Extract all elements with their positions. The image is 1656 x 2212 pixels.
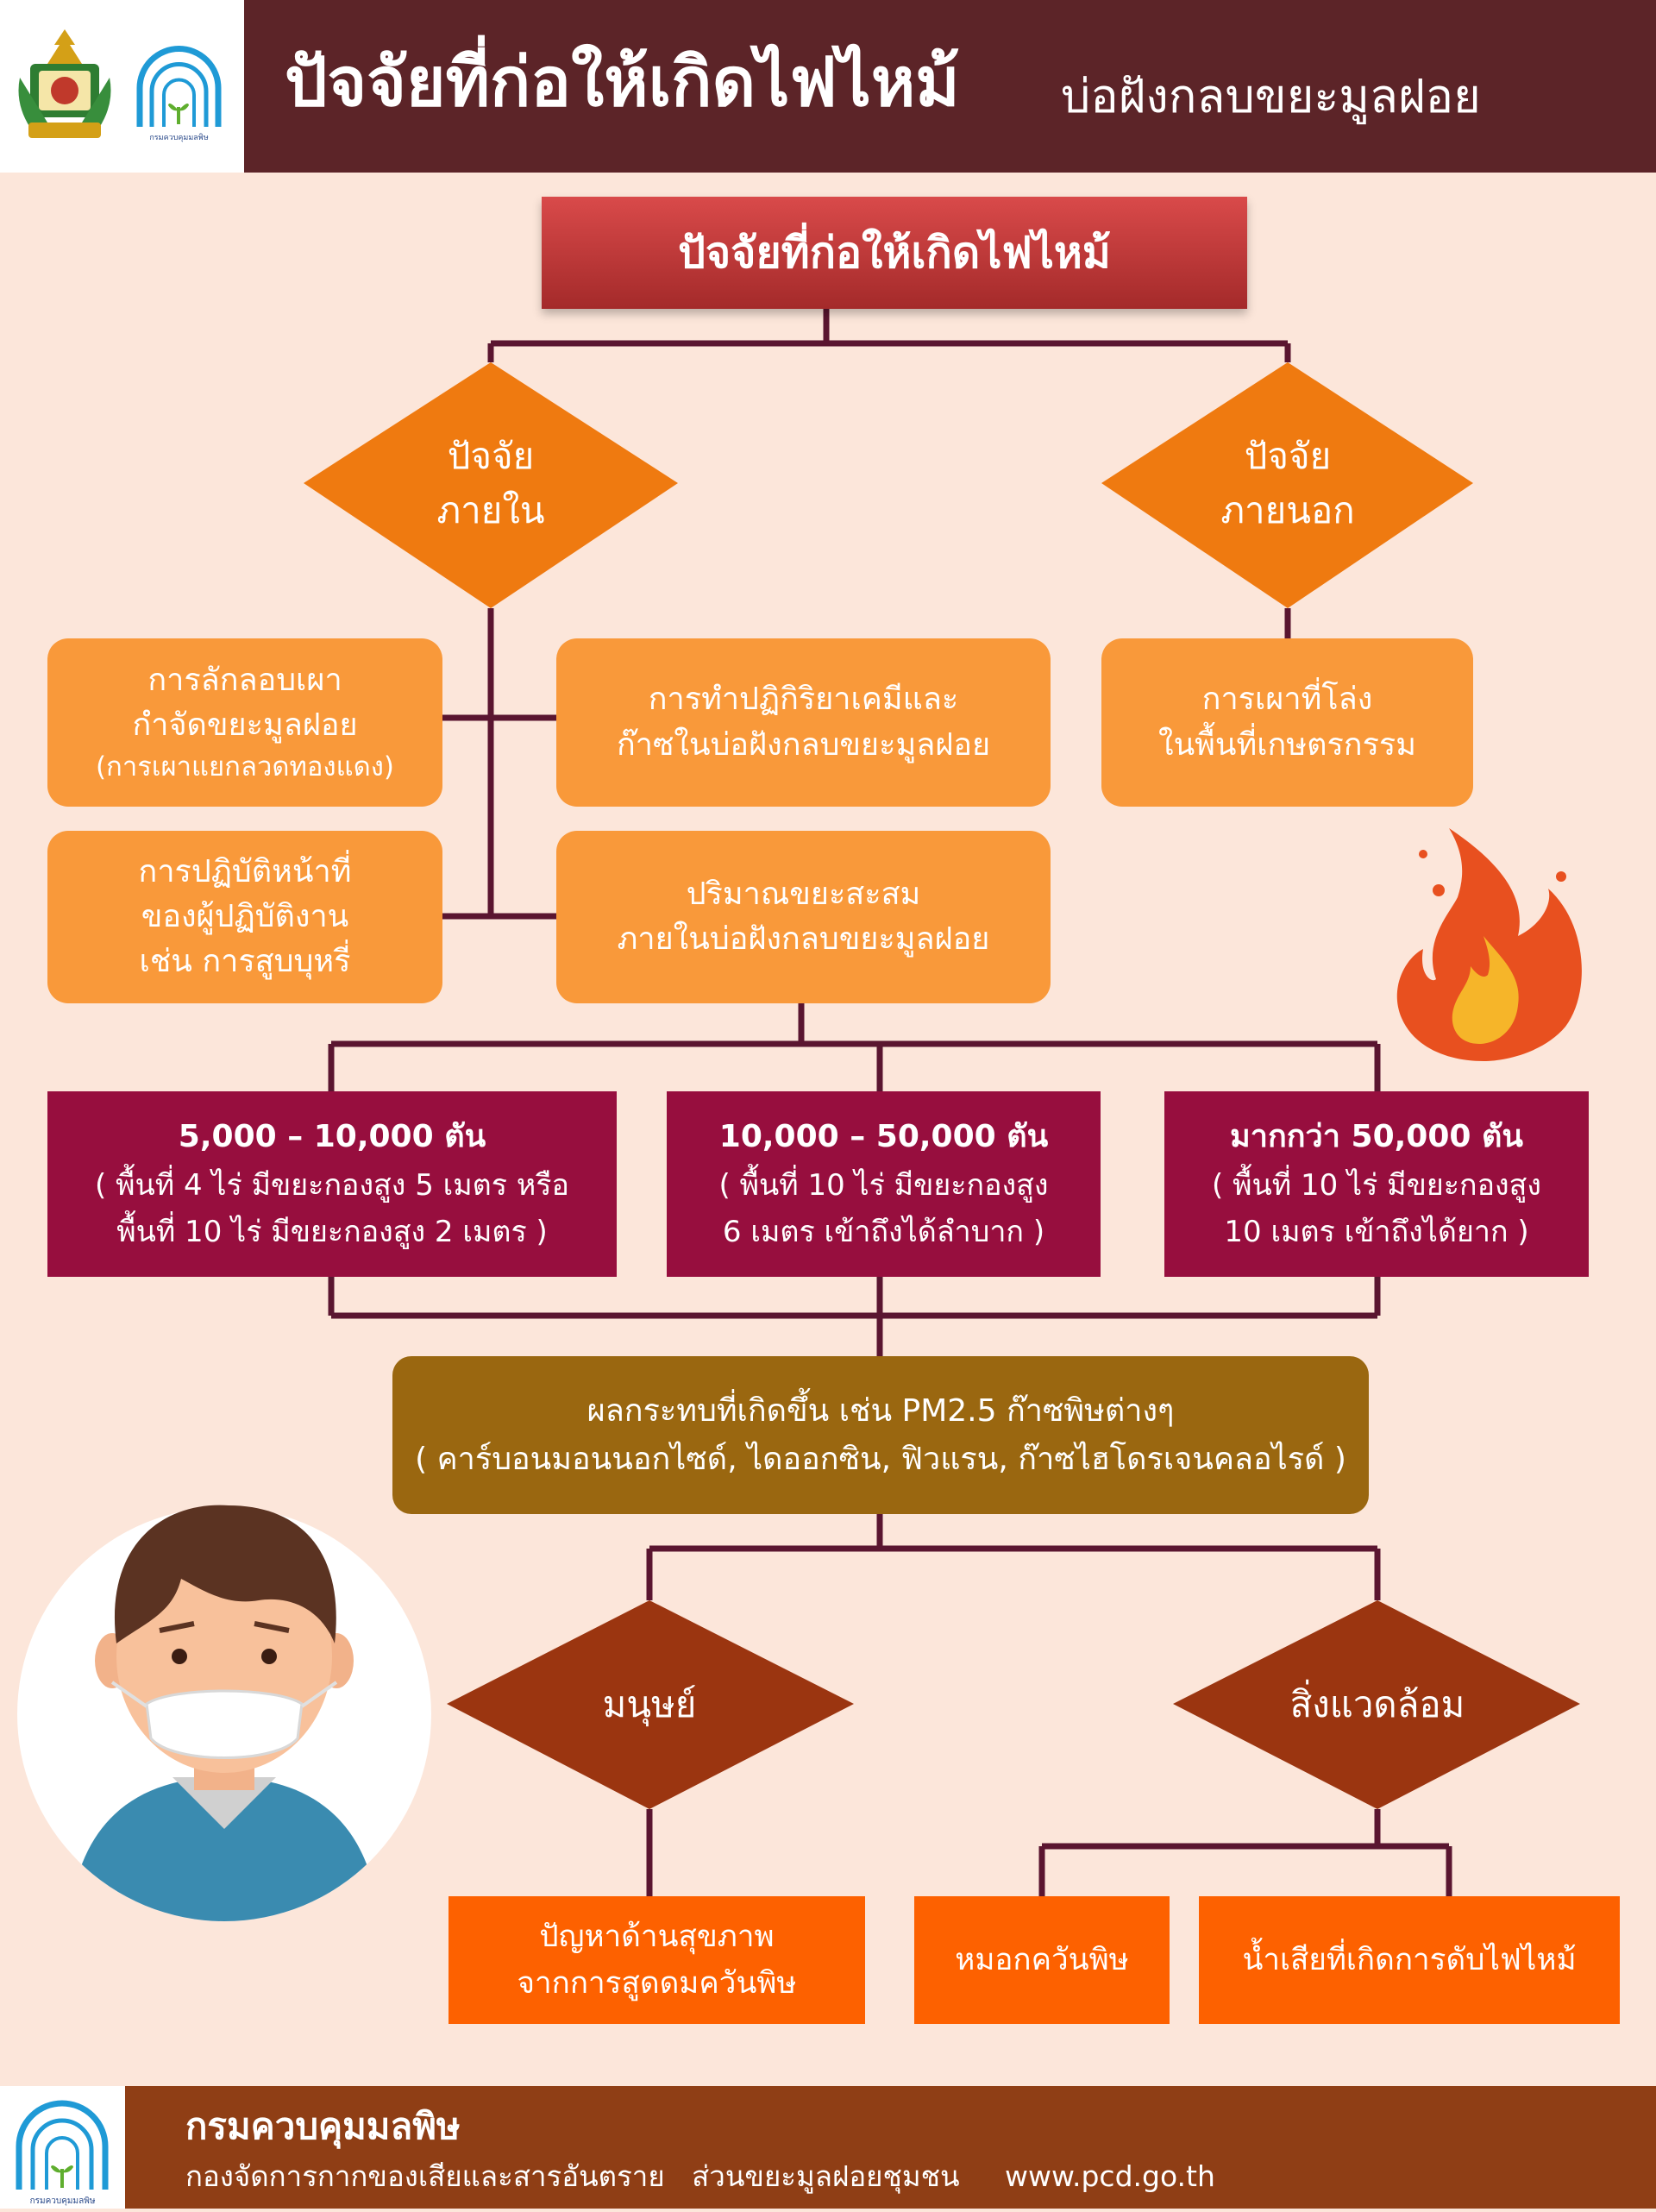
header-bar — [244, 0, 1656, 173]
quantity-detail: ( พื้นที่ 4 ไร่ มีขยะกองสูง 5 เมตร หรือ — [95, 1167, 569, 1203]
diamond-internal — [304, 362, 678, 608]
page-subtitle: บ่อฝังกลบขยะมูลฝอย — [1061, 69, 1481, 123]
page-title: ปัจจัยที่ก่อให้เกิดไฟไหม้ — [285, 44, 960, 122]
factor-line: การปฏิบัติหน้าที่ — [138, 853, 352, 889]
pcd-footer-logo-icon: กรมควบคุมมลพิษ — [0, 2086, 125, 2209]
factor-worker-duty: การปฏิบัติหน้าที่ ของผู้ปฏิบัติงาน เช่น … — [47, 831, 442, 1003]
footer-logo-caption: กรมควบคุมมลพิษ — [29, 2196, 96, 2206]
factor-illegal-burning: การลักลอบเผา กำจัดขยะมูลฝอย (การเผาแยกลว… — [47, 638, 442, 807]
footer-org-name: กรมควบคุมมลพิษ — [185, 2105, 461, 2147]
external-line1: ปัจจัย — [1244, 435, 1332, 477]
factor-chemical-reaction: การทำปฏิกิริยาเคมีและ ก๊าซในบ่อฝังกลบขยะ… — [556, 638, 1051, 807]
footer-details: กองจัดการกากของเสียและสารอันตราย ส่วนขยะ… — [185, 2153, 1215, 2199]
factor-waste-volume: ปริมาณขยะสะสม ภายในบ่อฝังกลบขยะมูลฝอย — [556, 831, 1051, 1003]
human-label: มนุษย์ — [602, 1682, 697, 1725]
quantity-detail: ( พื้นที่ 10 ไร่ มีขยะกองสูง — [1212, 1167, 1541, 1203]
factor-line: ในพื้นที่เกษตรกรรม — [1157, 726, 1416, 763]
factor-line: ของผู้ปฏิบัติงาน — [141, 898, 349, 934]
factor-line: การลักลอบเผา — [147, 662, 342, 698]
flame-icon — [1396, 828, 1582, 1061]
quantity-detail: พื้นที่ 10 ไร่ มีขยะกองสูง 2 เมตร ) — [116, 1215, 548, 1250]
quantity-box-3: มากกว่า 50,000 ตัน ( พื้นที่ 10 ไร่ มีขย… — [1164, 1091, 1589, 1277]
factor-line: กำจัดขยะมูลฝอย — [132, 707, 358, 744]
quantity-detail: ( พื้นที่ 10 ไร่ มีขยะกองสูง — [718, 1167, 1049, 1203]
external-factor-label: ปัจจัย ภายนอก — [1187, 414, 1389, 552]
footer-section: ส่วนขยะมูลฝอยชุมชน — [692, 2159, 960, 2193]
result-toxic-smoke: หมอกควันพิษ — [914, 1896, 1170, 2024]
result-line: จากการสูดดมควันพิษ — [517, 1966, 797, 2001]
connector-lines — [328, 309, 1452, 1896]
footer-division: กองจัดการกากของเสียและสารอันตราย — [185, 2159, 665, 2193]
pcd-logo-icon: กรมควบคุมมลพิษ — [129, 45, 229, 157]
diamond-human — [447, 1600, 854, 1809]
factor-line: ก๊าซในบ่อฝังกลบขยะมูลฝอย — [616, 726, 991, 763]
quantity-title: 5,000 – 10,000 ตัน — [178, 1119, 486, 1155]
result-line: ปัญหาด้านสุขภาพ — [539, 1919, 775, 1954]
result-wastewater: น้ำเสียที่เกิดการดับไฟไหม้ — [1199, 1896, 1620, 2024]
factor-line: การทำปฏิกิริยาเคมีและ — [648, 682, 959, 718]
external-line2: ภายนอก — [1220, 489, 1355, 531]
logo-caption: กรมควบคุมมลพิษ — [149, 134, 209, 142]
internal-factor-label: ปัจจัย ภายใน — [390, 414, 592, 552]
quantity-detail: 10 เมตร เข้าถึงได้ยาก ) — [1224, 1215, 1529, 1250]
diamond-external — [1101, 362, 1473, 608]
quantity-title: มากกว่า 50,000 ตัน — [1230, 1119, 1523, 1155]
impact-title: ผลกระทบที่เกิดขึ้น เช่น PM2.5 ก๊าซพิษต่า… — [586, 1392, 1175, 1429]
result-health-problem: ปัญหาด้านสุขภาพ จากการสูดดมควันพิษ — [448, 1896, 865, 2024]
factor-line: เช่น การสูบบุหรี่ — [139, 944, 351, 980]
factor-line: การเผาที่โล่ง — [1201, 682, 1373, 718]
footer — [0, 2086, 1656, 2209]
factor-line: ภายในบ่อฝังกลบขยะมูลฝอย — [617, 921, 990, 957]
government-seal-icon — [13, 26, 116, 147]
factor-line: ปริมาณขยะสะสม — [686, 876, 921, 912]
masked-person-icon — [17, 1505, 431, 1921]
quantity-box-1: 5,000 – 10,000 ตัน ( พื้นที่ 4 ไร่ มีขยะ… — [47, 1091, 617, 1277]
internal-line2: ภายใน — [436, 489, 545, 531]
factor-open-burning: การเผาที่โล่ง ในพื้นที่เกษตรกรรม — [1101, 638, 1473, 807]
root-node: ปัจจัยที่ก่อให้เกิดไฟไหม้ — [542, 197, 1247, 309]
footer-website-link[interactable]: www.pcd.go.th — [1005, 2159, 1215, 2193]
impact-box: ผลกระทบที่เกิดขึ้น เช่น PM2.5 ก๊าซพิษต่า… — [392, 1356, 1369, 1514]
environment-label: สิ่งแวดล้อม — [1289, 1682, 1465, 1725]
impact-detail: ( คาร์บอนมอนนอกไซด์, ไดออกซิน, ฟิวแรน, ก… — [415, 1441, 1346, 1477]
quantity-detail: 6 เมตร เข้าถึงได้ลำบาก ) — [722, 1215, 1045, 1250]
quantity-box-2: 10,000 – 50,000 ตัน ( พื้นที่ 10 ไร่ มีข… — [667, 1091, 1101, 1277]
quantity-title: 10,000 – 50,000 ตัน — [718, 1119, 1049, 1155]
diamond-environment — [1173, 1600, 1580, 1809]
factor-line: (การเผาแยกลวดทองแดง) — [95, 751, 395, 783]
internal-line1: ปัจจัย — [447, 435, 535, 477]
